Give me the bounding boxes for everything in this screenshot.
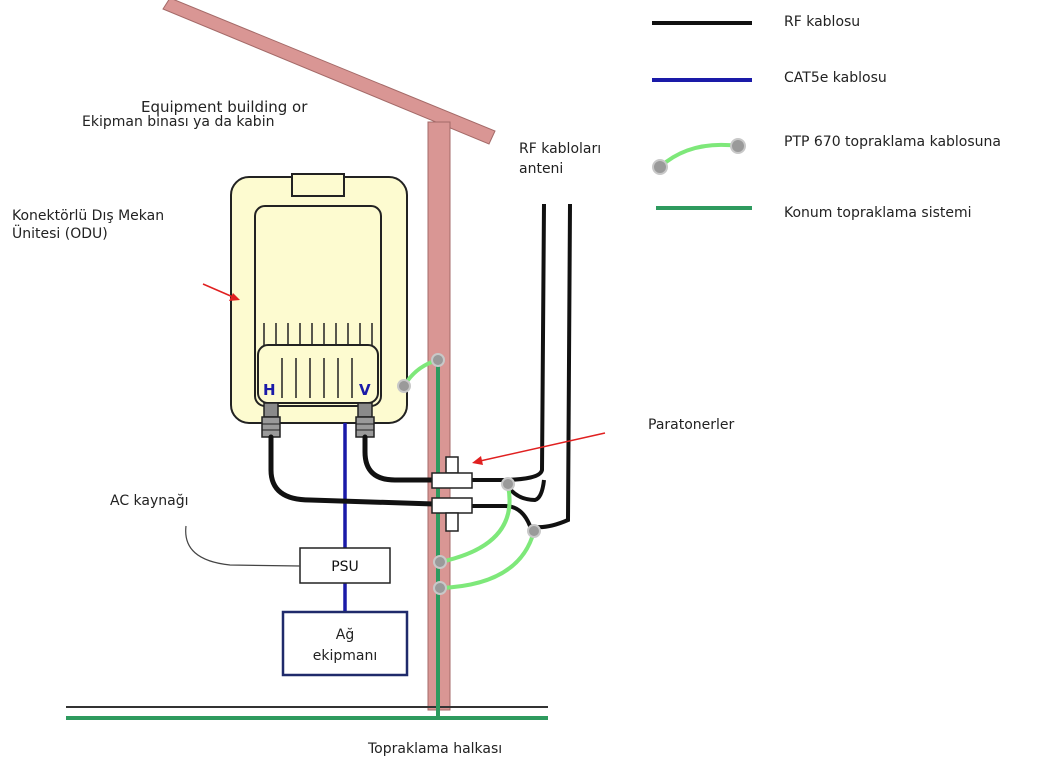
odu-lower-fins [281,358,353,398]
network-label-line1: Ağ [336,627,354,643]
connector-v [355,402,375,438]
lightning-pointer-arrow [472,432,606,465]
ac-supply-label: AC kaynağı [110,493,189,509]
rf-cable-h [268,434,437,507]
port-v-label: V [359,381,371,399]
connector-h [261,402,281,438]
legend-lug-left [652,159,668,175]
odu-fin-panel [257,344,379,404]
ptp-ground-protector-2 [439,530,536,590]
building-label-line1: Equipment building or [141,98,308,116]
rf-cable-v [362,434,437,483]
odu-label: Konektörlü Dış Mekan Ünitesi (ODU) [12,208,165,243]
legend-label-ptp: PTP 670 topraklama kablosuna [784,134,1001,150]
port-h-label: H [263,381,276,399]
ptp-ground-protector-1 [439,485,512,564]
psu-box [299,547,391,584]
building-label-line2: Ekipman binası ya da kabin [82,114,275,130]
lightning-protectors-label: Paratonerler [648,417,735,433]
odu-upper-fins [263,323,373,345]
rf-cable-antenna-1-end [503,479,546,503]
network-label-line2: ekipmanı [313,648,377,664]
rf-antenna-label-line2: anteni [519,161,564,177]
legend-label-rf: RF kablosu [784,14,861,30]
ac-supply-cable [185,525,301,567]
legend-lug-right [730,138,746,154]
legend-label-site-ground: Konum topraklama sistemi [784,205,972,221]
network-equipment-box [281,610,409,677]
lightning-protector-1 [431,456,473,489]
odu-inner-frame [254,205,382,407]
lightning-protector-2 [431,497,473,532]
legend-swatch-ptp [658,142,739,169]
rf-antenna-label-line1: RF kabloları [519,141,602,157]
legend-label-cat5e: CAT5e kablosu [784,70,887,86]
psu-label: PSU [331,559,359,575]
roof [162,0,496,145]
odu-top-clip [291,173,345,197]
odu-pointer-arrow [202,283,240,301]
ground-lugs [397,353,541,595]
ground-ring-label: Topraklama halkası [368,741,503,757]
rf-cable-antenna-1 [470,203,546,482]
